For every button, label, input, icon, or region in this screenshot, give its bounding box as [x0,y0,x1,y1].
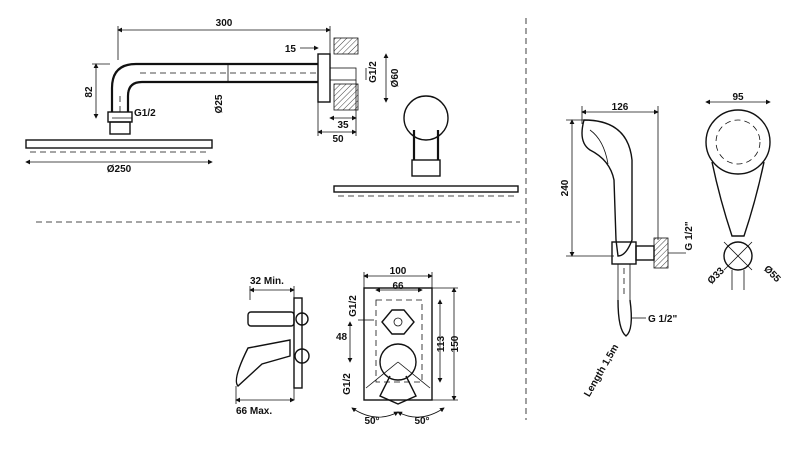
hand-shower-view: 126 240 G 1/2" G 1/2" Length 1,5m 95 Ø33 [560,92,783,399]
dim-hose-outer-diameter: Ø55 [761,264,782,285]
wall-stub [330,68,356,80]
flange-disc [404,96,448,140]
dim-arm-length: 300 [216,18,233,29]
dim-angle-left: 50° [364,416,379,427]
hose-lower [732,270,744,290]
arm-down-pipe [414,130,438,160]
bracket-stub [636,246,654,260]
dim-min-depth: 32 Min. [250,276,284,287]
diverter-knob [248,312,294,326]
dim-hose-length: Length 1,5m [582,342,621,399]
shower-arm-view: 300 15 G1/2 Ø60 35 50 82 G1/2 Ø25 Ø250 [26,18,401,175]
dim-pipe-diameter: Ø25 [214,94,225,113]
wall-hatch-bottom [334,84,358,110]
wall-hatch-top [334,38,358,54]
dim-outer-height: 150 [450,335,461,352]
hand-shower-face [590,130,608,164]
dim-face-width: 95 [732,92,744,103]
shower-head [26,140,212,148]
hand-shower-body [582,120,632,256]
nozzle-ring [716,120,760,164]
dim-flange-depth: 35 [337,120,349,131]
dim-wall-thread: G1/2 [368,61,379,83]
dim-hose-thread: G 1/2" [648,314,677,325]
dim-wall-offset: 15 [285,44,297,55]
handle-front [712,162,764,236]
body-box-inner [376,300,422,382]
head-side-profile [334,186,518,192]
dim-flange-total: 50 [332,134,344,145]
mixer-front-view: 100 66 G1/2 48 G1/2 113 150 50° 50° [336,266,461,427]
hose-connector [618,300,631,336]
shower-arm-front-view [334,96,518,196]
wall-flange [318,54,330,102]
dim-head-thread: G1/2 [134,108,156,119]
wall-plate [294,298,302,388]
dim-thread-top: G1/2 [348,295,359,317]
dim-inner-width: 66 [392,281,404,292]
dim-body-width: 100 [390,266,407,277]
dim-inner-height: 113 [436,335,447,352]
dim-head-diameter: Ø250 [107,164,132,175]
dim-arm-drop: 82 [84,86,95,98]
dim-max-depth: 66 Max. [236,406,272,417]
diverter-front [382,310,414,334]
dim-offset: 48 [336,332,348,343]
dim-bracket-thread: G 1/2" [684,221,695,250]
dim-thread-bottom: G1/2 [342,373,353,395]
dim-head-width: 126 [612,102,629,113]
dim-hose-diameter: Ø33 [706,265,727,286]
head-connector [108,112,132,122]
mixer-side-view: 32 Min. 66 Max. [236,276,309,417]
mixer-lever [236,340,290,386]
dim-handle-length: 240 [560,179,571,196]
head-ball-joint [110,122,130,134]
dim-flange-diameter: Ø60 [390,68,401,87]
head-joint [412,160,440,176]
wall-hatch-bracket [654,238,668,268]
dim-angle-right: 50° [414,416,429,427]
